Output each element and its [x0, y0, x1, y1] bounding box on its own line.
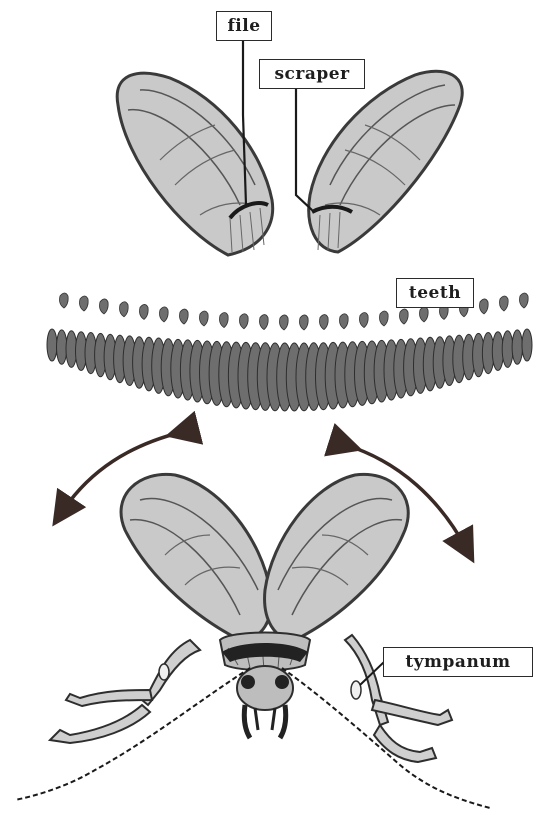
- cricket-body: [220, 633, 310, 739]
- left-antenna: [15, 668, 250, 800]
- small-tooth: [420, 307, 429, 322]
- small-tooth: [260, 315, 269, 330]
- small-tooth: [400, 309, 409, 324]
- file-label: file: [216, 11, 272, 41]
- large-tooth: [502, 331, 513, 368]
- scraper-label: scraper: [259, 59, 365, 89]
- small-tooth: [380, 311, 389, 326]
- large-tooth: [522, 329, 532, 361]
- teeth-label: teeth: [396, 278, 474, 308]
- tympanum-spot-left: [159, 664, 169, 680]
- raised-right-wing: [265, 474, 409, 640]
- small-tooth: [160, 307, 169, 322]
- top-left-wing: [117, 73, 272, 255]
- small-tooth: [300, 315, 309, 330]
- raised-left-wing: [121, 474, 271, 640]
- small-tooth: [340, 314, 349, 329]
- small-tooth: [220, 313, 229, 328]
- teeth-large-row: [47, 329, 532, 411]
- small-tooth: [120, 302, 129, 317]
- small-tooth: [200, 311, 209, 326]
- large-tooth: [512, 330, 522, 364]
- small-tooth: [100, 299, 109, 314]
- small-tooth: [280, 315, 289, 330]
- small-tooth: [520, 293, 529, 308]
- tympanum-spot: [351, 681, 361, 699]
- top-right-wing: [309, 71, 462, 252]
- small-tooth: [480, 299, 489, 314]
- small-tooth: [360, 313, 369, 328]
- tympanum-label: tympanum: [383, 647, 533, 677]
- small-tooth: [500, 296, 509, 311]
- small-tooth: [240, 314, 249, 329]
- small-tooth: [140, 304, 149, 319]
- large-tooth: [57, 330, 67, 364]
- small-tooth: [180, 309, 189, 324]
- small-tooth: [60, 293, 69, 308]
- large-tooth: [47, 329, 57, 361]
- small-tooth: [80, 296, 89, 311]
- small-tooth: [320, 315, 329, 330]
